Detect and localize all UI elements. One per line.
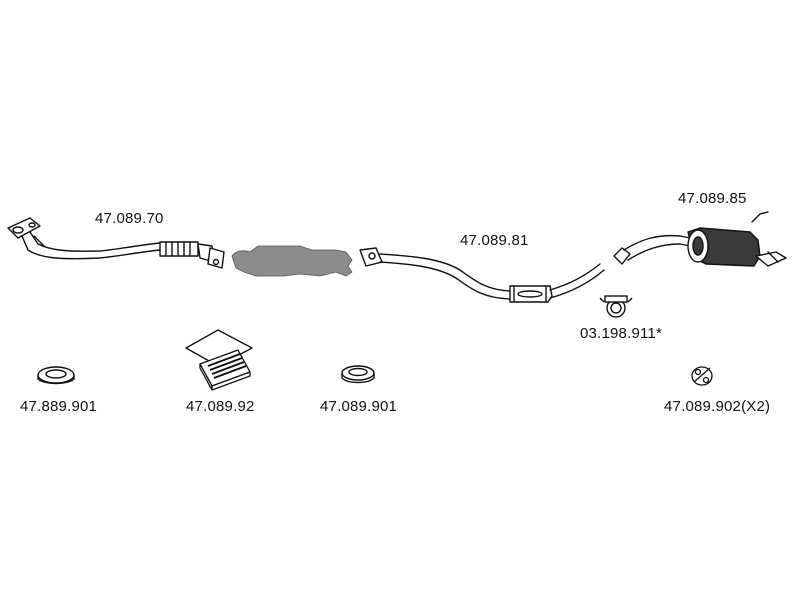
front-pipe-part-number: 47.089.70: [95, 210, 164, 227]
catalytic-converter-silhouette-icon: [231, 245, 353, 277]
exhaust-gasket-ring-icon: [341, 365, 375, 384]
rear-silencer-icon: [613, 211, 787, 267]
gasket-2-part-number: 47.089.901: [320, 398, 398, 415]
front-exhaust-pipe-icon: [7, 217, 225, 269]
fitting-kit-part-number: 47.089.92: [186, 398, 255, 415]
gasket-1-part-number: 47.889.901: [20, 398, 98, 415]
fitting-kit-box-icon: [185, 329, 253, 391]
exhaust-gasket-ring-icon: [37, 366, 75, 385]
rubber-mount-icon: [691, 366, 713, 386]
clamp-part-number: 03.198.911*: [580, 325, 662, 342]
rear-silencer-part-number: 47.089.85: [678, 190, 747, 207]
rubber-mount-part-number: 47.089.902(X2): [664, 398, 771, 415]
centre-pipe-icon: [359, 247, 605, 303]
centre-pipe-part-number: 47.089.81: [460, 232, 529, 249]
pipe-clamp-icon: [599, 295, 633, 318]
